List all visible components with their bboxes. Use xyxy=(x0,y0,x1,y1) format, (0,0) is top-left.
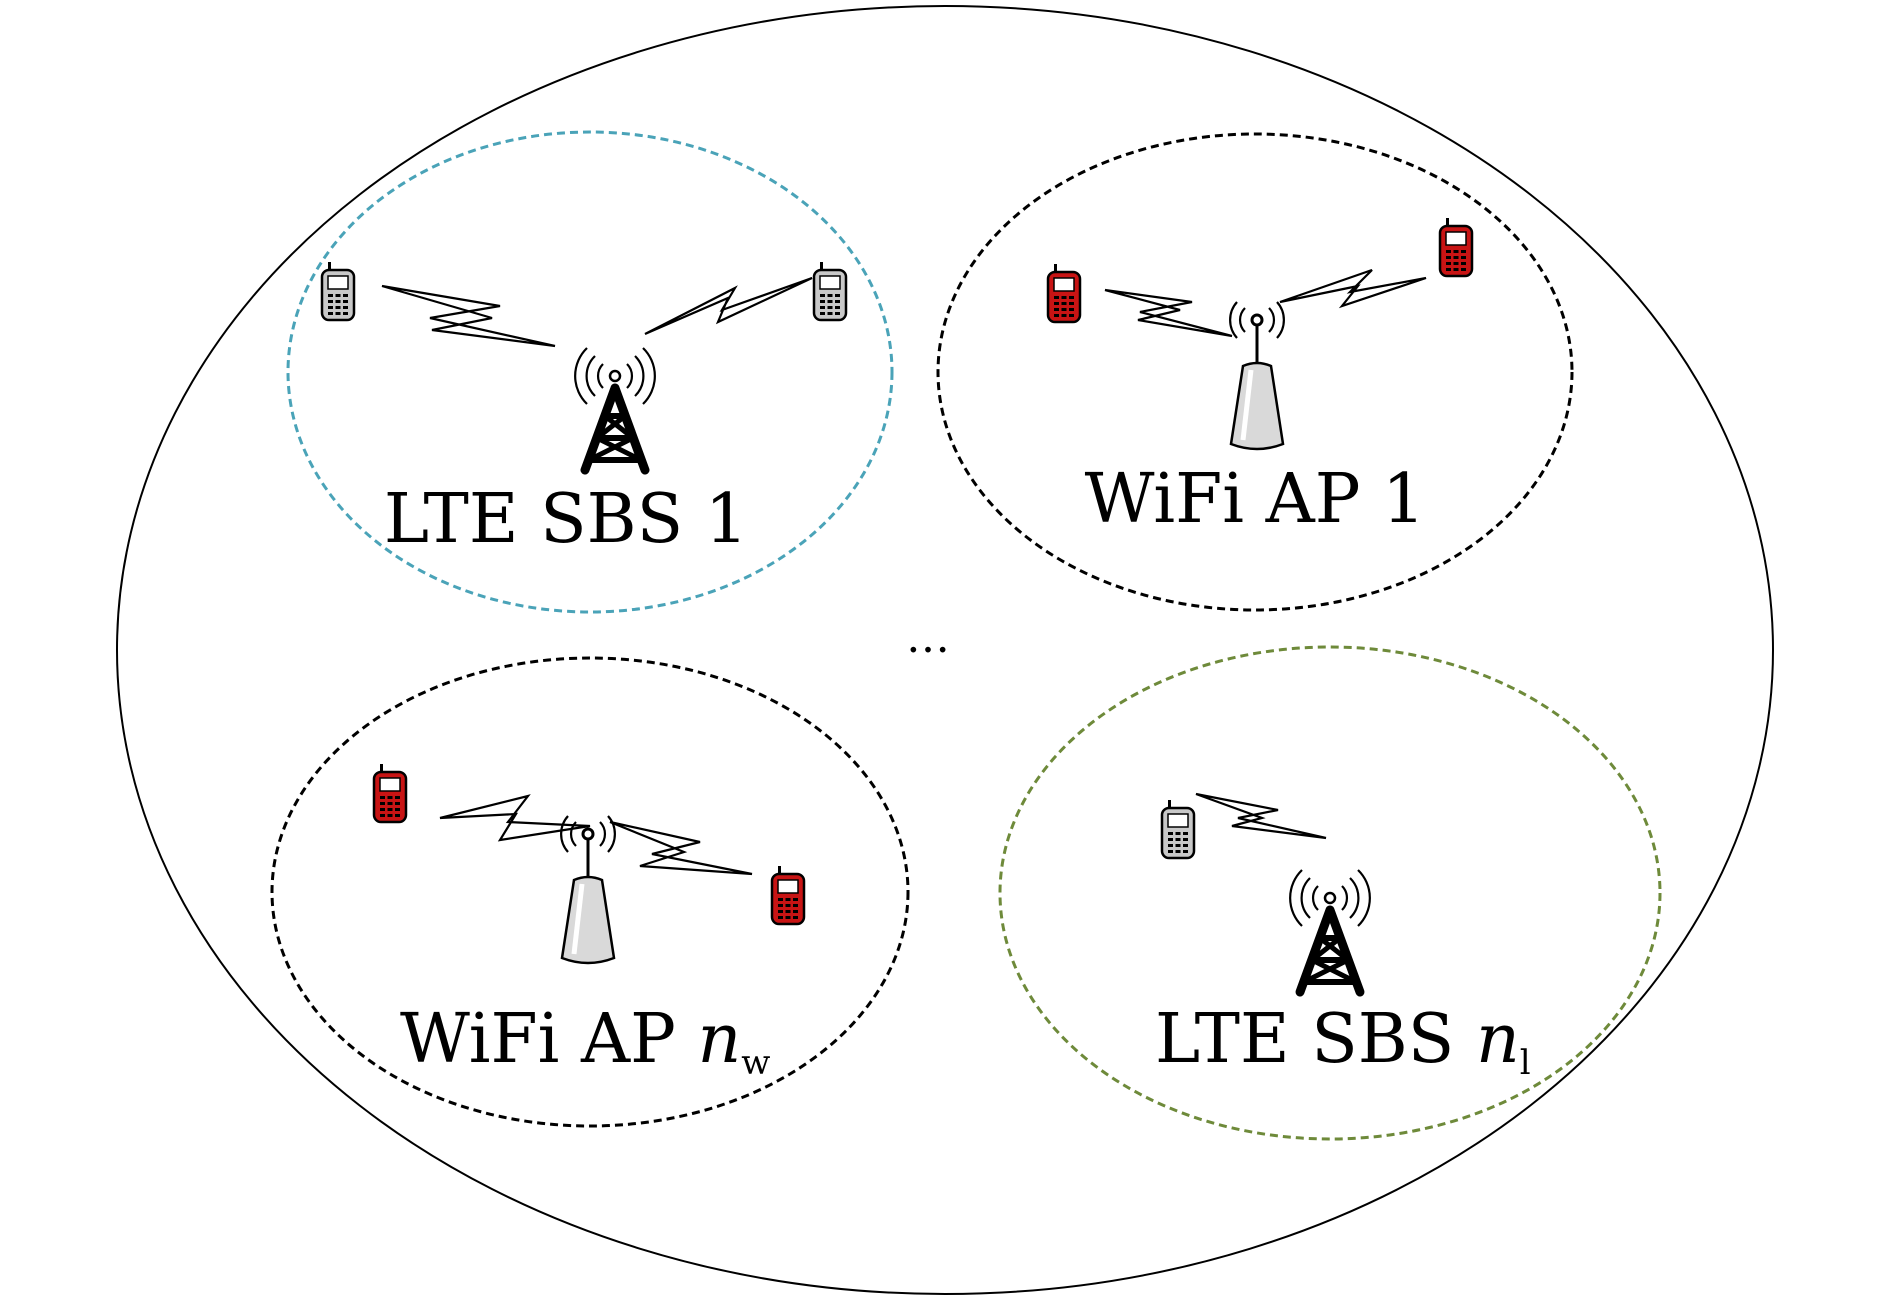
wireless-link-icon xyxy=(381,284,556,348)
label-text: WiFi AP xyxy=(400,1000,697,1079)
lte-tower-icon xyxy=(1290,870,1370,992)
wifi-ap-1-coverage xyxy=(936,132,1574,612)
lte-sbs-1-coverage xyxy=(286,130,894,614)
lte-tower-icon xyxy=(575,348,655,470)
lte-sbs-nl-group: LTE SBS nl xyxy=(1155,792,1531,1083)
macro-cell-boundary xyxy=(116,5,1774,1295)
wireless-link-icon xyxy=(644,276,813,336)
mobile-phone-icon xyxy=(812,260,848,322)
wireless-link-icon xyxy=(609,820,753,876)
label-variable: n xyxy=(697,1000,741,1079)
cell-label: LTE SBS 1 xyxy=(384,480,748,559)
mobile-phone-icon xyxy=(1438,216,1474,278)
label-variable: n xyxy=(1476,1000,1520,1079)
cell-label: WiFi AP 1 xyxy=(1085,460,1426,539)
more-cells-ellipsis: … xyxy=(906,612,950,663)
mobile-phone-icon xyxy=(1046,262,1082,324)
label-text: LTE SBS xyxy=(1155,1000,1476,1079)
wifi-access-point-icon xyxy=(561,816,615,963)
wifi-ap-1-group: WiFi AP 1 xyxy=(1046,216,1474,539)
lte-sbs-nl-coverage xyxy=(998,645,1662,1141)
mobile-phone-icon xyxy=(320,260,356,322)
cell-label: LTE SBS nl xyxy=(1155,1000,1531,1083)
wireless-link-icon xyxy=(1279,268,1427,309)
lte-sbs-1-group: LTE SBS 1 xyxy=(320,260,848,559)
wireless-link-icon xyxy=(439,794,591,842)
wireless-link-icon xyxy=(1104,288,1233,338)
label-subscript: w xyxy=(741,1043,770,1083)
wifi-ap-nw-coverage xyxy=(270,656,910,1128)
label-subscript: l xyxy=(1520,1043,1531,1083)
cell-label: WiFi AP nw xyxy=(400,1000,770,1083)
mobile-phone-icon xyxy=(770,864,806,926)
wifi-ap-nw-group: WiFi AP nw xyxy=(372,762,806,1083)
mobile-phone-icon xyxy=(1160,798,1196,860)
wifi-access-point-icon xyxy=(1230,302,1284,449)
mobile-phone-icon xyxy=(372,762,408,824)
wireless-link-icon xyxy=(1195,792,1327,840)
